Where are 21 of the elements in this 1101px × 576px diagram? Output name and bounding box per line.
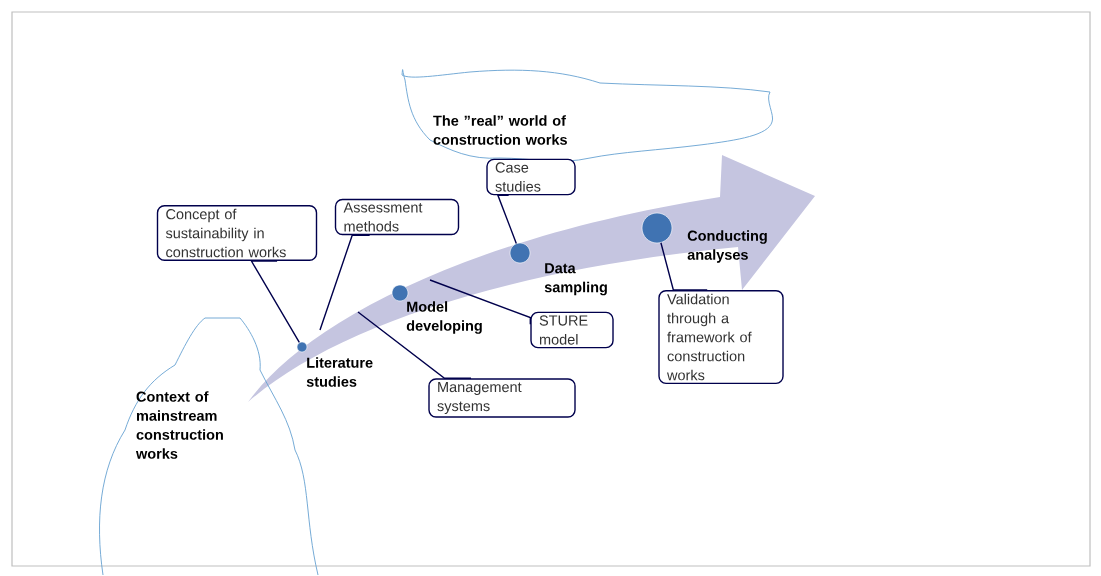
milestone-dot [509,242,531,264]
leader-line [250,260,300,344]
callout-box: STURE model [530,311,614,349]
leader-line [429,279,531,325]
milestone-label: Model developing [406,301,482,334]
milestone-label: Data sampling [544,263,607,296]
milestone-dot [391,284,409,302]
callout-box: Case studies [486,158,576,196]
leader-line [660,242,708,291]
milestone-label: Literature studies [306,357,373,387]
leader-line [319,234,371,331]
leader-line [496,194,518,245]
callout-box: Assessment methods [334,198,460,236]
callout-box: Validation through a framework of construction works [658,290,784,385]
cloud-label: The ”real” world of construction works [433,115,567,145]
callout-box: Management systems [428,378,576,418]
callout-box: Concept of sustainability in construction works [156,205,318,261]
milestone-label: Conducting analyses [687,230,767,263]
milestone-dot [641,212,673,244]
leader-line [357,311,472,379]
cloud-label: Context of mainstream construction works [135,391,223,459]
